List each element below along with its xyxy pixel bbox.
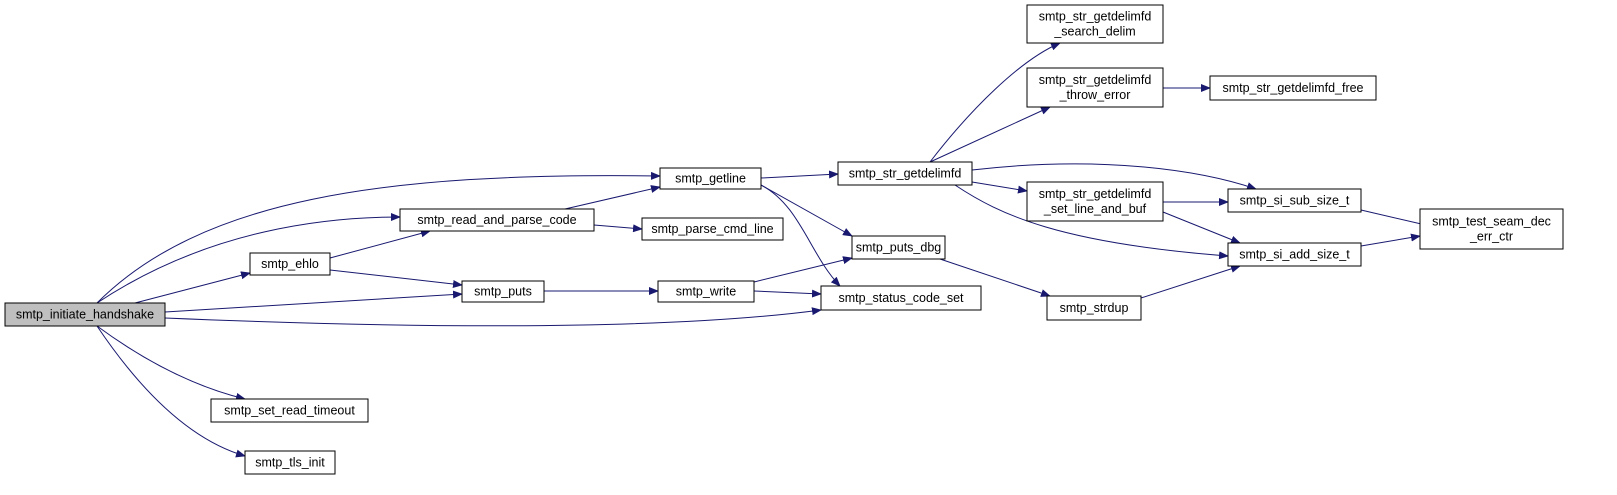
node-label: smtp_si_add_size_t: [1239, 248, 1350, 262]
edge-add_size-to-seam_dec: [1360, 233, 1421, 247]
node-label: smtp_puts: [474, 285, 532, 299]
node-label: smtp_puts_dbg: [856, 241, 942, 255]
edge-getline-to-status_set: [760, 184, 841, 287]
node-label: _err_ctr: [1469, 230, 1513, 244]
node-getline[interactable]: smtp_getline: [659, 167, 762, 190]
node-label: smtp_initiate_handshake: [16, 308, 154, 322]
node-box: [4, 302, 166, 327]
node-label: smtp_ehlo: [261, 257, 319, 271]
node-box: [399, 208, 595, 232]
edge-handshake-to-getline: [96, 171, 661, 304]
node-label: smtp_read_and_parse_code: [417, 213, 576, 227]
node-read-timeout[interactable]: smtp_set_read_timeout: [210, 398, 369, 423]
node-label: smtp_str_getdelimfd: [1039, 73, 1152, 87]
node-label: smtp_str_getdelimfd: [1039, 187, 1152, 201]
node-getdelimfd[interactable]: smtp_str_getdelimfd: [837, 161, 973, 186]
node-box: [820, 285, 982, 311]
node-add-size[interactable]: smtp_si_add_size_t: [1227, 242, 1362, 267]
node-box: [1419, 208, 1564, 250]
node-strdup[interactable]: smtp_strdup: [1046, 295, 1142, 321]
node-handshake[interactable]: smtp_initiate_handshake: [4, 302, 166, 327]
edge-getdelimfd-to-add_size: [954, 184, 1229, 260]
node-label: smtp_test_seam_dec: [1432, 215, 1551, 229]
node-search-delim[interactable]: smtp_str_getdelimfd_search_delim: [1026, 4, 1164, 44]
edge-ehlo-to-read_parse: [329, 229, 431, 259]
nodes-layer: smtp_initiate_handshake smtp_getline smtp_…: [4, 4, 1564, 475]
node-set-line-buf[interactable]: smtp_str_getdelimfd_set_line_and_buf: [1026, 181, 1164, 222]
edge-strdup-to-add_size: [1140, 264, 1241, 299]
node-box: [659, 167, 762, 190]
node-box: [641, 217, 784, 241]
node-box: [1209, 75, 1377, 101]
node-seam-dec[interactable]: smtp_test_seam_dec_err_ctr: [1419, 208, 1564, 250]
node-label: _search_delim: [1053, 25, 1135, 39]
node-label: _throw_error: [1059, 88, 1131, 102]
node-label: smtp_str_getdelimfd: [849, 167, 962, 181]
node-read-parse[interactable]: smtp_read_and_parse_code: [399, 208, 595, 232]
node-puts-dbg[interactable]: smtp_puts_dbg: [851, 235, 946, 260]
node-tls-init[interactable]: smtp_tls_init: [244, 450, 336, 475]
edge-set_line_buf-to-add_size: [1162, 211, 1241, 244]
edge-handshake-to-read_timeout: [96, 325, 246, 401]
node-write[interactable]: smtp_write: [657, 280, 755, 303]
node-throw-error[interactable]: smtp_str_getdelimfd_throw_error: [1026, 67, 1164, 108]
edge-getdelimfd-to-search_delim: [929, 42, 1061, 163]
node-label: smtp_set_read_timeout: [224, 404, 355, 418]
node-delim-free[interactable]: smtp_str_getdelimfd_free: [1209, 75, 1377, 101]
node-box: [1227, 188, 1362, 213]
node-ehlo[interactable]: smtp_ehlo: [249, 252, 331, 276]
node-label: smtp_tls_init: [255, 456, 325, 470]
node-label: smtp_getline: [675, 172, 746, 186]
edge-handshake-to-ehlo: [134, 271, 251, 304]
edge-write-to-puts_dbg: [753, 256, 853, 283]
node-box: [249, 252, 331, 276]
edge-ehlo-to-puts: [329, 269, 463, 288]
node-status-set[interactable]: smtp_status_code_set: [820, 285, 982, 311]
edge-getdelimfd-to-sub_size: [971, 163, 1257, 190]
node-sub-size[interactable]: smtp_si_sub_size_t: [1227, 188, 1362, 213]
edge-handshake-to-read_parse: [96, 213, 401, 304]
edge-write-to-status_set: [753, 289, 822, 298]
node-box: [461, 280, 545, 303]
node-label: smtp_si_sub_size_t: [1240, 194, 1350, 208]
node-label: _set_line_and_buf: [1043, 202, 1147, 216]
node-label: smtp_strdup: [1060, 301, 1129, 315]
edge-handshake-to-status_set: [164, 307, 822, 327]
node-box: [837, 161, 973, 186]
node-box: [1046, 295, 1142, 321]
node-label: smtp_str_getdelimfd: [1039, 10, 1152, 24]
node-label: smtp_status_code_set: [838, 291, 964, 305]
edge-getdelimfd-to-throw_error: [929, 106, 1051, 163]
node-puts[interactable]: smtp_puts: [461, 280, 545, 303]
node-box: [210, 398, 369, 423]
edge-getline-to-getdelimfd: [760, 170, 839, 179]
node-box: [1026, 4, 1164, 44]
node-label: smtp_parse_cmd_line: [651, 222, 773, 236]
edge-handshake-to-puts: [164, 290, 463, 313]
edge-handshake-to-tls_init: [96, 325, 246, 458]
node-label: smtp_str_getdelimfd_free: [1222, 81, 1363, 95]
edge-read_parse-to-parse_cmd: [593, 224, 643, 233]
node-box: [1026, 67, 1164, 108]
edge-getdelimfd-to-set_line_buf: [971, 181, 1028, 194]
node-box: [657, 280, 755, 303]
edge-getline-to-puts_dbg: [760, 184, 853, 237]
edges-layer: [96, 42, 1431, 458]
edge-sub_size-to-seam_dec: [1360, 209, 1431, 228]
edge-puts_dbg-to-strdup: [939, 258, 1051, 297]
node-box: [851, 235, 946, 260]
edge-read_parse-to-getline: [564, 185, 661, 210]
node-parse-cmd[interactable]: smtp_parse_cmd_line: [641, 217, 784, 241]
node-box: [1227, 242, 1362, 267]
node-label: smtp_write: [676, 285, 736, 299]
node-box: [1026, 181, 1164, 222]
node-box: [244, 450, 336, 475]
